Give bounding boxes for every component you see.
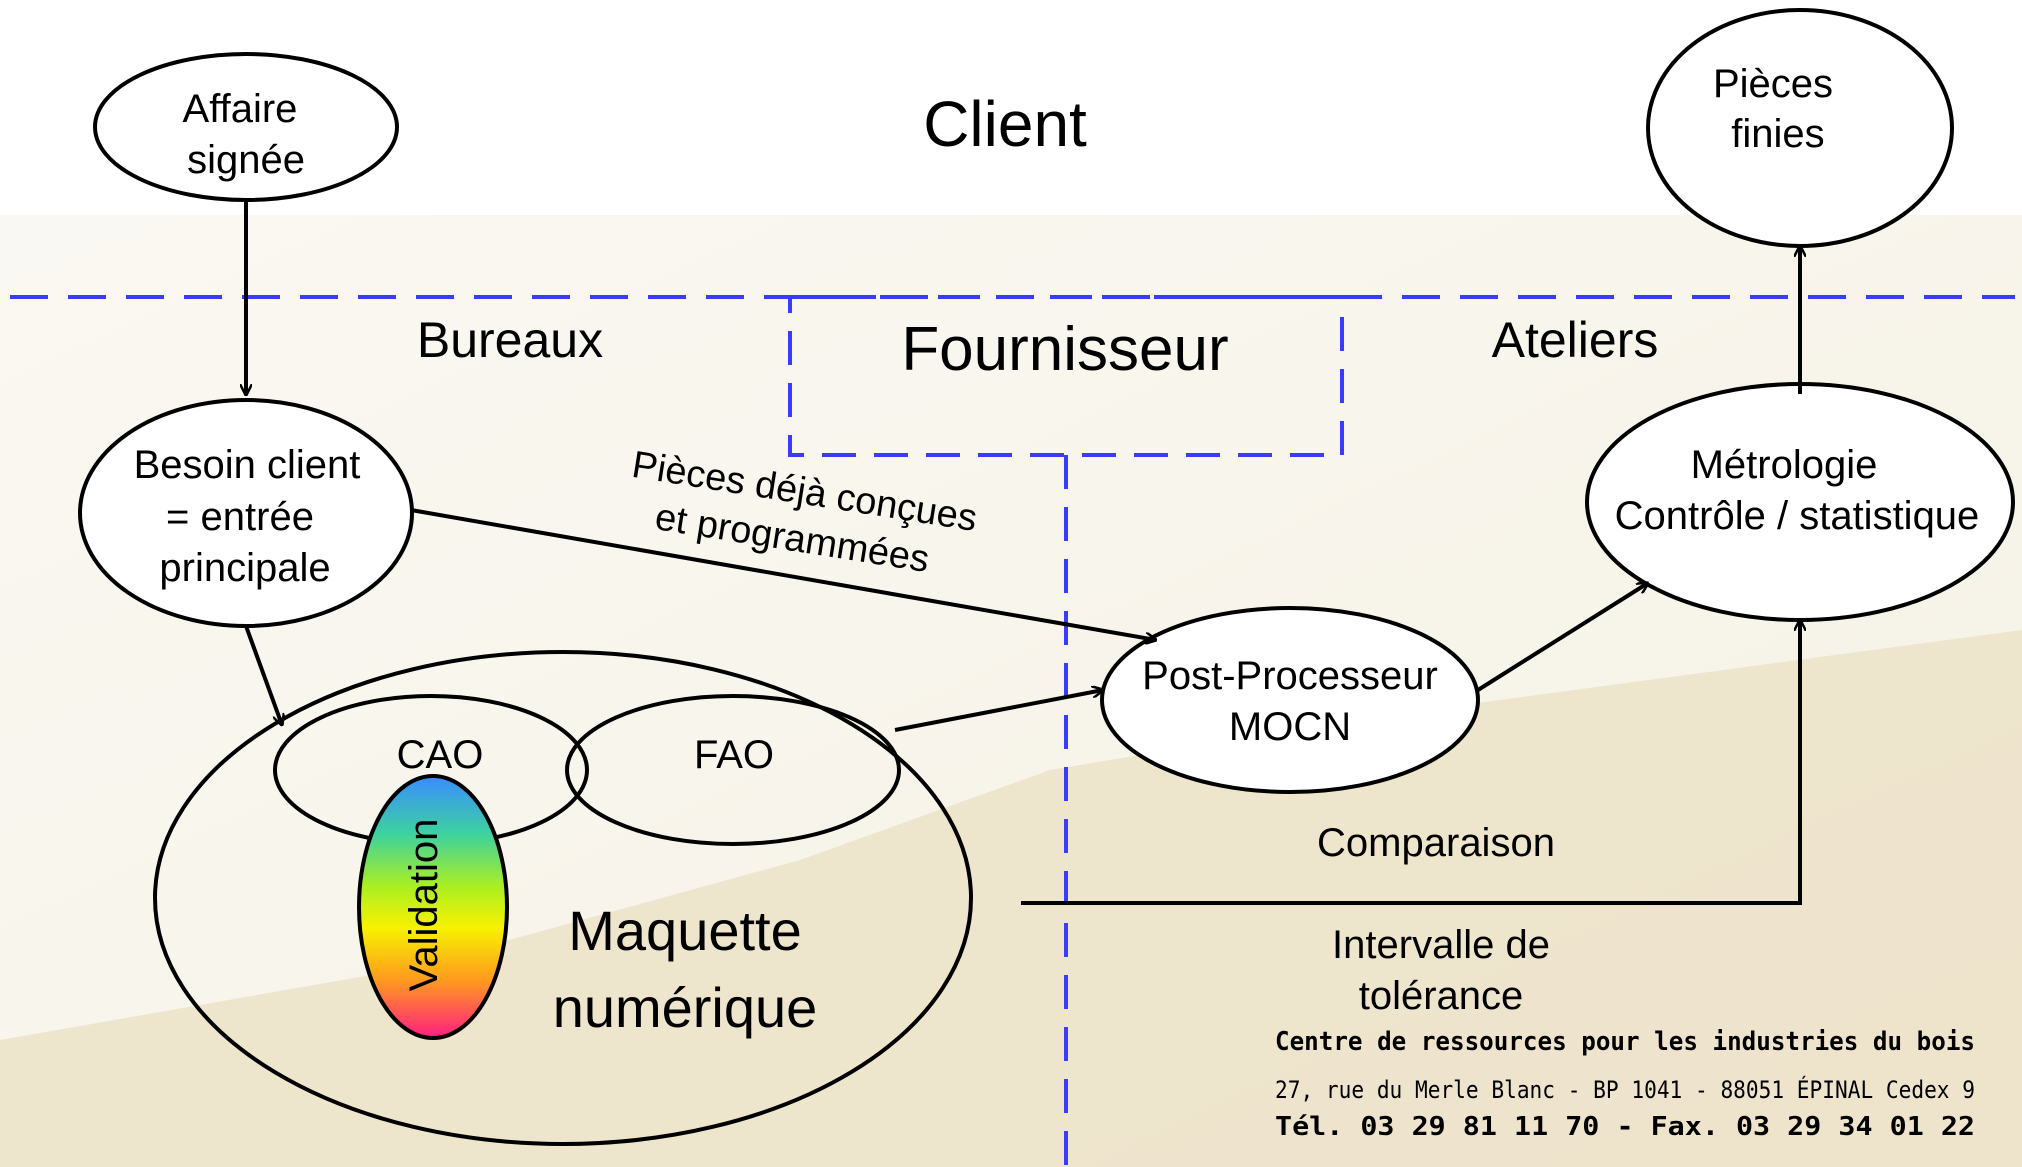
metrologie-line1: Métrologie xyxy=(1691,443,1878,487)
fao-label: FAO xyxy=(694,733,774,777)
metrologie-node: Métrologie Contrôle / statistique xyxy=(1585,382,2015,622)
background-wood-band xyxy=(0,630,2022,1167)
intervalle-line2: tolérance xyxy=(1359,974,1524,1018)
validation-ellipse xyxy=(357,774,509,1040)
validation-label: Validation xyxy=(402,819,446,992)
cao-label: CAO xyxy=(397,733,484,777)
fao-ellipse xyxy=(565,694,901,846)
arrow-postprocesseur-to-metrologie xyxy=(1476,583,1648,692)
footer-line3: Tél. 03 29 81 11 70 - Fax. 03 29 34 01 2… xyxy=(1275,1112,1975,1142)
affaire-label-line2: signée xyxy=(187,138,305,182)
metrologie-line2: Contrôle / statistique xyxy=(1615,494,1980,538)
pieces-finies-line2: finies xyxy=(1731,112,1824,156)
zone-client-label: Client xyxy=(923,88,1087,160)
arrow-maquette-to-metrologie xyxy=(1021,620,1800,905)
post-processeur-line2: MOCN xyxy=(1229,705,1351,749)
besoin-line1: Besoin client xyxy=(134,443,361,487)
besoin-line2: = entrée xyxy=(166,495,314,539)
zone-bureaux-label: Bureaux xyxy=(417,312,603,368)
post-processeur-node: Post-Processeur MOCN xyxy=(1100,606,1480,794)
fournisseur-box xyxy=(788,295,1344,457)
footer-address-block: Centre de ressources pour les industries… xyxy=(1275,1027,1975,1142)
maquette-numerique-group: CAO FAO Validation Maquette numérique xyxy=(153,650,973,1146)
pieces-finies-line1: Pièces xyxy=(1713,62,1833,106)
arrow-fao-to-postprocesseur xyxy=(894,690,1103,732)
post-processeur-line1: Post-Processeur xyxy=(1142,654,1438,698)
zone-ateliers-label: Ateliers xyxy=(1492,312,1659,368)
besoin-client-node: Besoin client = entrée principale xyxy=(78,398,414,628)
arrow-besoin-to-maquette xyxy=(244,625,282,725)
besoin-line3: principale xyxy=(159,546,330,590)
affaire-signee-node: Affaire signée xyxy=(93,52,399,202)
maquette-ellipse xyxy=(153,650,973,1146)
footer-line1: Centre de ressources pour les industries… xyxy=(1275,1027,1975,1057)
intervalle-line1: Intervalle de xyxy=(1332,923,1550,967)
comparaison-label: Comparaison xyxy=(1317,821,1555,865)
pieces-finies-node: Pièces finies xyxy=(1646,8,1954,248)
maquette-line1: Maquette xyxy=(568,899,802,962)
footer-line2: 27, rue du Merle Blanc - BP 1041 - 88051… xyxy=(1275,1075,1975,1104)
arrow-besoin-to-postprocesseur xyxy=(410,508,1156,640)
zone-fournisseur-label: Fournisseur xyxy=(901,315,1228,384)
affaire-label-line1: Affaire xyxy=(183,87,298,131)
maquette-line2: numérique xyxy=(553,976,818,1039)
